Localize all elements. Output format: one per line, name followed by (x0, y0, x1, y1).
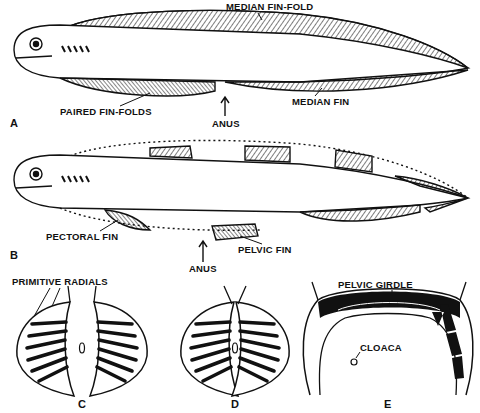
part-label: CLOACA (360, 343, 402, 353)
figure-letter: D (231, 399, 239, 410)
part-label: PELVIC GIRDLE (338, 280, 413, 290)
part-label: PRIMITIVE RADIALS (12, 277, 108, 287)
figure-letter: A (10, 118, 18, 129)
fin-label: MEDIAN FIN (292, 97, 349, 107)
fin-label: PELVIC FIN (238, 245, 292, 255)
fin-label: PECTORAL FIN (46, 232, 118, 242)
figure-letter: E (384, 399, 392, 410)
anus-label: ANUS (212, 119, 240, 129)
fin-fold-label: PAIRED FIN-FOLDS (60, 107, 152, 117)
figure-letter: B (10, 250, 18, 261)
figure-letter: C (78, 399, 86, 410)
fin-fold-label: MEDIAN FIN-FOLD (226, 2, 313, 12)
anus-label: ANUS (189, 264, 217, 274)
